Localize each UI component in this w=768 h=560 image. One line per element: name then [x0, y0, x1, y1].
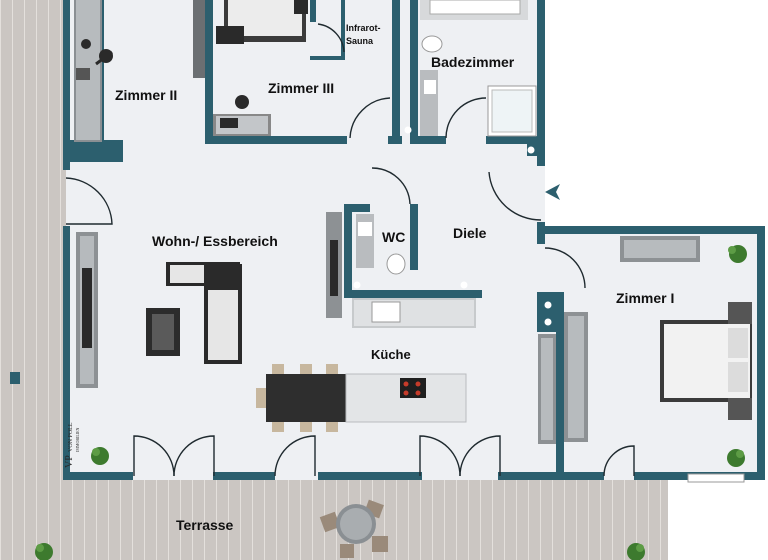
wall-posts — [353, 126, 552, 326]
kitchen-furniture — [256, 298, 476, 432]
company-logo: VP VON POLL IMMOBILIEN — [64, 422, 80, 468]
room-label-wohn: Wohn-/ Essbereich — [152, 233, 278, 249]
zimmer1-furniture — [538, 236, 752, 483]
room-label-zimmer1: Zimmer I — [616, 290, 674, 306]
bad-furniture — [420, 0, 537, 137]
room-label-kueche: Küche — [371, 347, 411, 362]
terrace-left-deck — [0, 0, 66, 560]
terrace-table — [319, 499, 388, 558]
plant-icon — [35, 543, 53, 560]
living-furniture — [76, 212, 342, 388]
room-label-bad: Badezimmer — [431, 54, 515, 70]
door-swings — [65, 23, 635, 477]
plant-icon — [727, 449, 745, 467]
plant-icon — [91, 447, 109, 465]
room-label-terrasse: Terrasse — [176, 517, 234, 533]
logo-line1: VON POLL — [68, 422, 74, 452]
wc-furniture — [356, 214, 406, 275]
room-label-zimmer2: Zimmer II — [115, 87, 177, 103]
room-label-sauna-1: Infrarot- — [346, 23, 381, 33]
room-label-zimmer3: Zimmer III — [268, 80, 334, 96]
room-label-wc: WC — [382, 229, 405, 245]
entrance-arrow-icon — [545, 184, 560, 200]
zimmer2-furniture — [74, 0, 205, 142]
plant-icon — [627, 543, 645, 560]
room-label-diele: Diele — [453, 225, 487, 241]
logo-line2: IMMOBILIEN — [75, 427, 80, 452]
plant-icon — [728, 245, 747, 263]
logo-monogram: VP — [64, 455, 75, 468]
zimmer3-furniture — [213, 0, 308, 136]
plant-icons — [35, 245, 747, 560]
room-labels: Zimmer II Zimmer III Infrarot- Sauna Bad… — [115, 23, 674, 533]
room-label-sauna-2: Sauna — [346, 36, 374, 46]
